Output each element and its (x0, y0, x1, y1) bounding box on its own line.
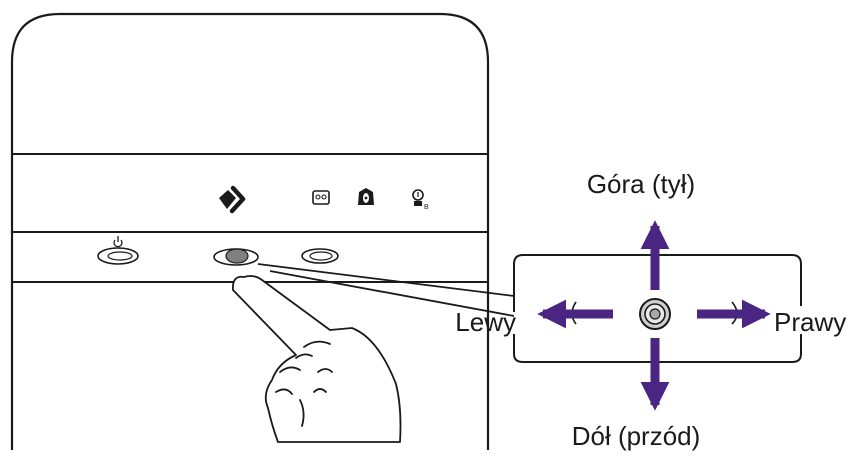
hand-illustration (232, 275, 402, 443)
power-button[interactable] (97, 236, 139, 265)
monitor-body (10, 12, 490, 450)
mode-icon (312, 190, 330, 205)
joystick-icon[interactable] (639, 298, 671, 330)
brand-logo-icon (219, 185, 246, 214)
label-down: Dół (przód) (572, 421, 701, 451)
eye-care-icon (358, 188, 374, 205)
bulb-icon: B (412, 189, 429, 211)
label-up: Góra (tył) (587, 169, 695, 199)
direction-arrows (537, 220, 771, 411)
svg-text:B: B (424, 204, 429, 211)
label-left: Lewy (455, 307, 516, 337)
joystick-button[interactable] (213, 248, 259, 266)
callout-lines (257, 263, 515, 317)
power-icon (113, 236, 123, 248)
label-right: Prawy (774, 307, 846, 337)
panel-button[interactable] (301, 248, 339, 264)
